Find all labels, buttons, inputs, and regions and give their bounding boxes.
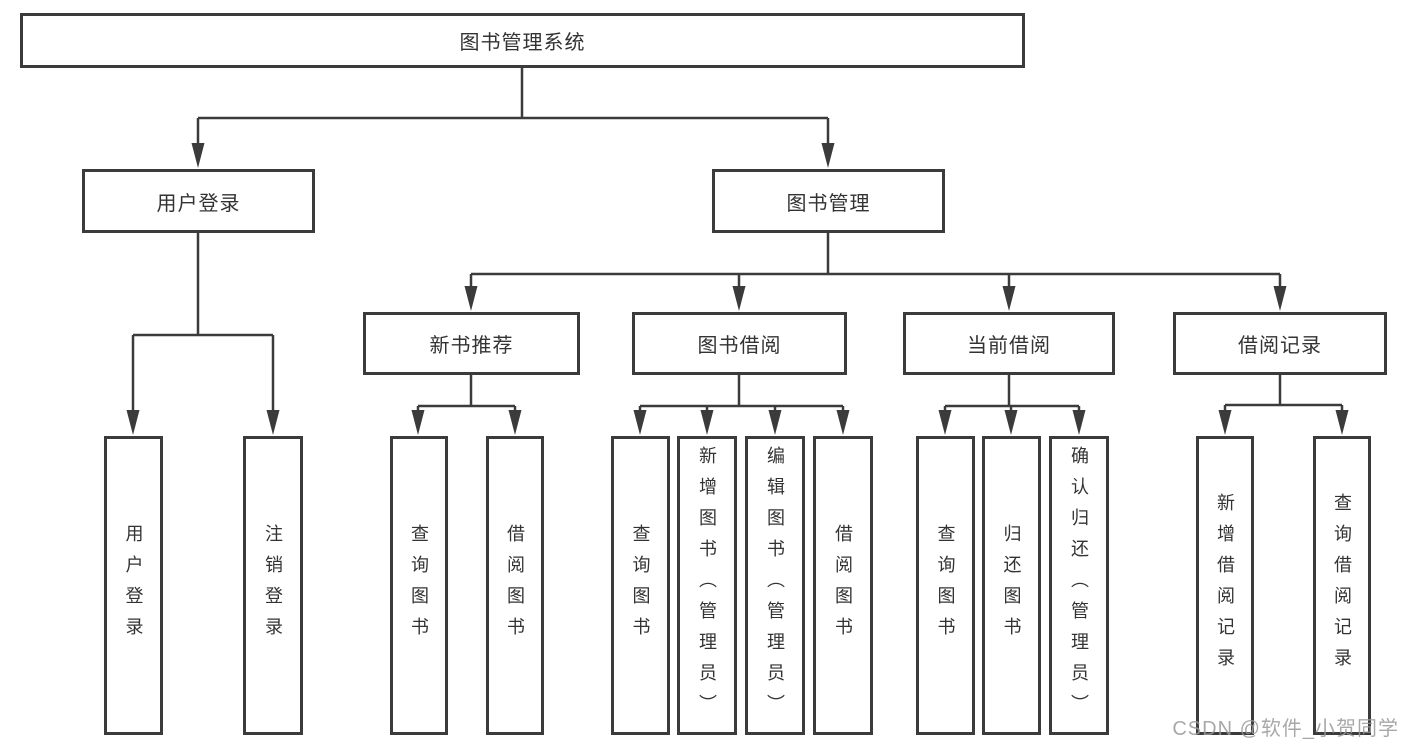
leaf-query-book-current: 查询图书 <box>916 436 975 735</box>
node-root: 图书管理系统 <box>20 13 1025 68</box>
leaf-query-borrow-record: 查询借阅记录 <box>1313 436 1371 735</box>
csdn-watermark: CSDN @软件_小贺同学 <box>1172 718 1399 740</box>
node-current-borrow: 当前借阅 <box>903 312 1115 375</box>
node-label: 新书推荐 <box>429 335 514 357</box>
leaf-logout-login: 注销登录 <box>243 436 303 735</box>
arrowhead-icon <box>126 410 140 435</box>
leaf-query-book-recommend: 查询图书 <box>390 436 448 735</box>
node-label: 当前借阅 <box>967 335 1051 357</box>
node-borrow-record: 借阅记录 <box>1173 312 1387 375</box>
node-label: 新增借阅记录 <box>1215 492 1235 679</box>
node-label: 新增图书（管理员） <box>697 446 717 725</box>
arrowhead-icon <box>836 410 850 435</box>
node-label: 借阅记录 <box>1238 335 1322 357</box>
node-label: 查询图书 <box>935 523 956 648</box>
leaf-confirm-return-admin: 确认归还（管理员） <box>1049 436 1109 735</box>
arrowhead-icon <box>938 410 952 435</box>
arrowhead-icon <box>1004 410 1018 435</box>
node-label: 查询图书 <box>409 523 429 648</box>
arrowhead-icon <box>266 410 280 435</box>
leaf-borrow-book-recommend: 借阅图书 <box>486 436 544 735</box>
node-label: 查询图书 <box>630 523 651 648</box>
node-label: 确认归还（管理员） <box>1069 446 1089 725</box>
node-label: 用户登录 <box>156 192 241 215</box>
node-label: 归还图书 <box>1001 523 1022 648</box>
arrowhead-icon <box>732 286 746 311</box>
leaf-add-book-admin: 新增图书（管理员） <box>677 436 737 735</box>
node-label: 注销登录 <box>263 523 283 648</box>
node-label: 图书管理 <box>786 192 871 215</box>
node-label: 借阅图书 <box>505 523 525 648</box>
arrowhead-icon <box>411 410 425 435</box>
arrowhead-icon <box>1218 410 1232 435</box>
node-label: 图书管理系统 <box>459 32 586 54</box>
arrowhead-icon <box>508 410 522 435</box>
arrowhead-icon <box>821 143 835 168</box>
arrowhead-icon <box>1273 286 1287 311</box>
node-user-login: 用户登录 <box>82 169 315 233</box>
arrowhead-icon <box>1002 286 1016 311</box>
arrowhead-icon <box>700 410 714 435</box>
node-label: 图书借阅 <box>697 335 782 357</box>
arrowhead-icon <box>1072 410 1086 435</box>
leaf-query-book-borrow: 查询图书 <box>611 436 670 735</box>
node-book-management: 图书管理 <box>712 169 945 233</box>
leaf-user-login: 用户登录 <box>104 436 163 735</box>
node-new-book-recommend: 新书推荐 <box>363 312 580 375</box>
node-label: 借阅图书 <box>833 523 853 648</box>
arrowhead-icon <box>191 143 205 168</box>
leaf-add-borrow-record: 新增借阅记录 <box>1196 436 1254 735</box>
leaf-borrow-book: 借阅图书 <box>813 436 873 735</box>
arrowhead-icon <box>1335 410 1349 435</box>
node-label: 查询借阅记录 <box>1332 492 1352 679</box>
node-label: 用户登录 <box>123 523 144 648</box>
leaf-edit-book-admin: 编辑图书（管理员） <box>745 436 805 735</box>
leaf-return-book: 归还图书 <box>982 436 1041 735</box>
node-label: 编辑图书（管理员） <box>765 446 785 725</box>
node-book-borrow: 图书借阅 <box>632 312 847 375</box>
arrowhead-icon <box>464 286 478 311</box>
arrowhead-icon <box>633 410 647 435</box>
arrowhead-icon <box>768 410 782 435</box>
